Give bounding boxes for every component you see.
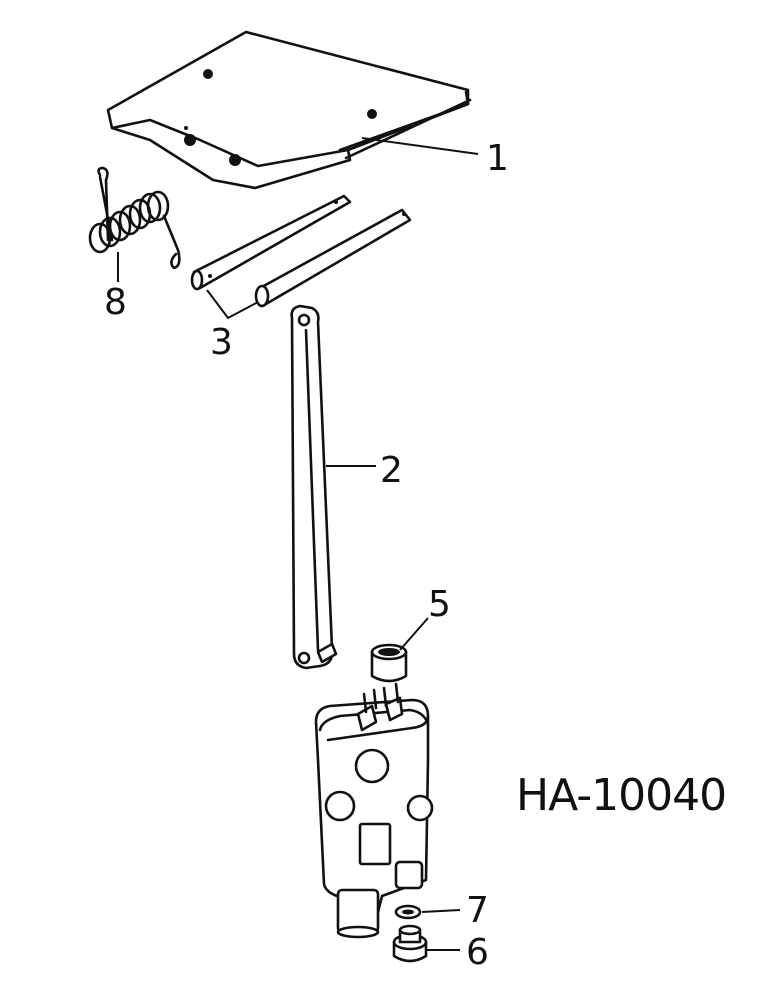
diagram-code: HA-10040 bbox=[516, 770, 726, 821]
callout-1: 1 bbox=[486, 138, 509, 179]
pins-part bbox=[190, 194, 412, 320]
plug-part bbox=[392, 924, 428, 963]
plate-part bbox=[106, 30, 472, 190]
callout-5: 5 bbox=[428, 584, 451, 625]
callout-2: 2 bbox=[380, 450, 403, 491]
callout-3: 3 bbox=[210, 322, 233, 363]
spring-part bbox=[88, 166, 181, 282]
link-bar-part bbox=[290, 304, 338, 670]
washer-part bbox=[394, 904, 422, 920]
leader-lines bbox=[326, 137, 479, 951]
callout-6: 6 bbox=[466, 932, 489, 973]
callout-8: 8 bbox=[104, 282, 127, 323]
valve-body-part bbox=[314, 682, 434, 939]
bushing-part bbox=[370, 643, 408, 683]
callout-7: 7 bbox=[466, 890, 489, 931]
